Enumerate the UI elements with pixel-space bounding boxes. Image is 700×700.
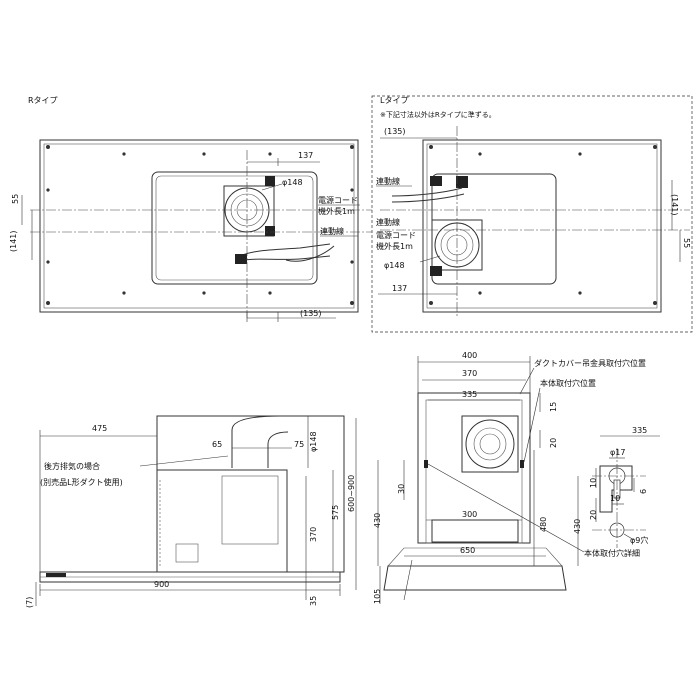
r-dim-137: 137 — [298, 151, 313, 160]
side-dim-148: φ148 — [309, 431, 318, 452]
front-base — [383, 565, 567, 591]
side-dim-75: 75 — [294, 440, 304, 449]
detail-dim-10a: 10 — [589, 478, 598, 488]
l-type-outer-plate — [422, 139, 662, 313]
r-dim-135: (135) — [300, 309, 322, 318]
front-duct-opening — [465, 419, 515, 469]
side-dim-575: 575 — [331, 505, 340, 520]
front-duct-adapter — [461, 415, 519, 473]
front-dim-650: 650 — [460, 546, 475, 555]
r-dim-141: (141) — [9, 230, 18, 252]
detail-dim-10b: 10 — [610, 494, 620, 503]
l-type-note: ※下記寸法以外はRタイプに準ずる。 — [380, 110, 496, 119]
detail-dim-17: φ17 — [610, 448, 625, 457]
front-view: 400 370 335 15 20 480 30 430 300 650 105… — [373, 351, 646, 604]
side-view: 475 65 75 φ148 600~900 575 370 35 900 (7… — [25, 415, 357, 608]
l-dim-55: 55 — [682, 238, 691, 248]
r-dim-148: φ148 — [282, 178, 303, 187]
side-dim-35: 35 — [309, 596, 318, 606]
front-label-duct-cover-holes: ダクトカバー吊金具取付穴位置 — [534, 358, 646, 368]
side-dim-900: 900 — [154, 580, 169, 589]
l-type-dashed-frame — [371, 95, 693, 333]
front-dim-370: 370 — [462, 369, 477, 378]
side-dim-600-900: 600~900 — [347, 475, 356, 512]
r-type-plan-view: Rタイプ 13 — [9, 96, 372, 322]
front-dim-480: 480 — [539, 517, 548, 532]
l-type-title: Lタイプ — [380, 96, 408, 105]
front-dim-30: 30 — [397, 484, 406, 494]
side-dim-370: 370 — [309, 527, 318, 542]
l-type-plan-view: Lタイプ ※下記寸法以外はRタイプに準ずる。 (135) (141) 55 — [371, 95, 693, 333]
front-dim-300: 300 — [462, 510, 477, 519]
l-dim-141: (141) — [670, 194, 679, 216]
side-duct-elbow — [231, 415, 281, 468]
r-label-interlock: 連動線 — [320, 226, 344, 236]
r-type-inner-box — [151, 171, 318, 285]
l-label-interlock-top: 連動線 — [376, 176, 400, 186]
front-dim-105: 105 — [373, 589, 382, 604]
r-type-duct-adapter — [223, 185, 275, 237]
detail-dim-430: 430 — [573, 519, 582, 534]
front-label-body-holes: 本体取付穴位置 — [540, 378, 596, 388]
front-dim-335: 335 — [462, 390, 477, 399]
detail-dim-6: 6 — [639, 489, 648, 494]
side-dim-7: (7) — [25, 597, 34, 608]
side-label-l-duct: (別売品L形ダクト使用) — [40, 477, 123, 487]
l-label-interlock: 連動線 — [376, 217, 400, 227]
side-dim-475: 475 — [92, 424, 107, 433]
front-dim-430: 430 — [373, 513, 382, 528]
front-dim-400: 400 — [462, 351, 477, 360]
hole-detail-view: 335 φ17 10 6 10 20 430 φ9穴 — [573, 426, 660, 566]
r-label-cord-length: 機外長1m — [318, 206, 355, 216]
r-type-title: Rタイプ — [28, 96, 58, 105]
detail-dim-335: 335 — [632, 426, 647, 435]
r-dim-55: 55 — [11, 194, 20, 204]
front-label-hole-detail: 本体取付穴詳細 — [584, 548, 640, 558]
r-type-outer-plate — [39, 139, 359, 313]
r-label-power-cord: 電源コード — [318, 196, 358, 205]
detail-keyhole-outline — [599, 465, 633, 513]
l-label-power-cord: 電源コード — [376, 231, 416, 240]
side-dim-65: 65 — [212, 440, 222, 449]
l-dim-148: φ148 — [384, 261, 405, 270]
l-dim-135: (135) — [384, 127, 406, 136]
front-dim-15: 15 — [549, 402, 558, 412]
detail-dim-9: φ9穴 — [630, 535, 648, 545]
l-dim-137: 137 — [392, 284, 407, 293]
side-label-rear-exhaust: 後方排気の場合 — [44, 461, 100, 471]
l-label-cord-length: 機外長1m — [376, 241, 413, 251]
detail-dim-20: 20 — [589, 510, 598, 520]
front-dim-20: 20 — [549, 438, 558, 448]
